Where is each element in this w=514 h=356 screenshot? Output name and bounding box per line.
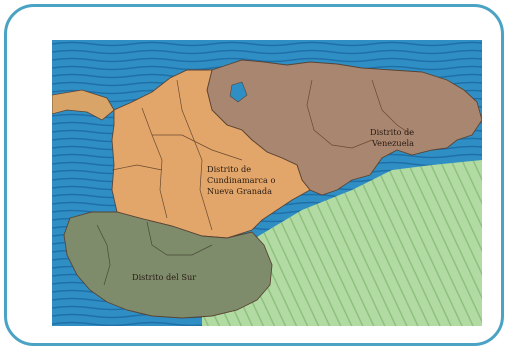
label-cundinamarca-line1: Distrito de xyxy=(207,164,251,174)
neighbouring-land xyxy=(202,160,482,326)
label-cundinamarca-line2: Cundinamarca o xyxy=(207,175,275,185)
label-venezuela-line2: Venezuela xyxy=(371,138,414,148)
label-venezuela: Distrito de Venezuela xyxy=(370,127,417,148)
label-sur: Distrito del Sur xyxy=(132,272,196,282)
lake-maracaibo xyxy=(229,81,248,103)
region-sur xyxy=(63,211,273,319)
map-frame: Distrito de Cundinamarca o Nueva Granada… xyxy=(4,4,504,346)
map-panel: Distrito de Cundinamarca o Nueva Granada… xyxy=(52,40,482,326)
label-cundinamarca: Distrito de Cundinamarca o Nueva Granada xyxy=(207,164,278,196)
label-cundinamarca-line3: Nueva Granada xyxy=(207,186,272,196)
label-venezuela-line1: Distrito de xyxy=(370,127,414,137)
historical-map: Distrito de Cundinamarca o Nueva Granada… xyxy=(52,40,482,326)
isthmus-land xyxy=(52,89,115,121)
